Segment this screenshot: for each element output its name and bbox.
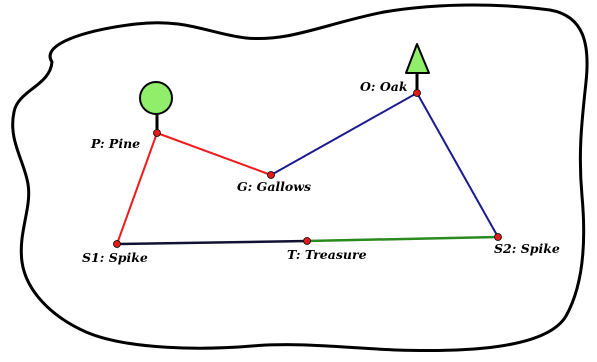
line-treasure-spike2 — [306, 235, 499, 243]
point-spike1 — [113, 240, 121, 248]
line-spike1-treasure — [116, 239, 308, 246]
line-gallows-oak — [270, 92, 418, 176]
point-gallows — [267, 171, 275, 179]
label-spike1: S1: Spike — [82, 250, 148, 265]
label-spike2: S2: Spike — [494, 241, 560, 256]
island-outline — [11, 3, 589, 353]
point-oak — [413, 89, 421, 97]
line-pine-spike1 — [116, 132, 158, 245]
line-oak-spike2 — [416, 92, 499, 238]
oak-tree-icon — [405, 43, 430, 74]
point-pine — [153, 129, 161, 137]
label-oak: O: Oak — [360, 79, 408, 94]
label-pine: P: Pine — [90, 136, 140, 151]
point-spike2 — [494, 233, 502, 241]
point-treasure — [303, 237, 311, 245]
line-pine-gallows — [156, 132, 272, 176]
pine-tree-icon — [139, 81, 173, 115]
label-treasure: T: Treasure — [287, 247, 367, 262]
label-gallows: G: Gallows — [237, 179, 311, 194]
